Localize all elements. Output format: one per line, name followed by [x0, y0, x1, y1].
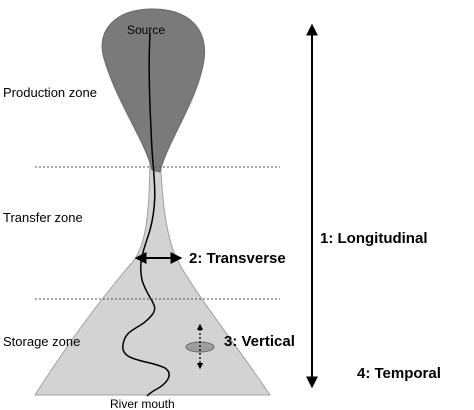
longitudinal-label: 1: Longitudinal — [320, 230, 427, 247]
river-mouth-label: River mouth — [110, 397, 175, 410]
transfer-zone-label: Transfer zone — [3, 210, 83, 225]
transverse-label: 2: Transverse — [189, 250, 286, 267]
transfer-storage-funnel — [34, 149, 271, 396]
storage-zone-label: Storage zone — [3, 334, 80, 349]
temporal-label: 4: Temporal — [357, 365, 441, 382]
production-zone-label: Production zone — [3, 85, 97, 100]
production-zone-catchment — [101, 8, 206, 173]
vertical-label: 3: Vertical — [224, 333, 295, 350]
source-label: Source — [127, 23, 165, 37]
river-channel — [122, 32, 170, 397]
